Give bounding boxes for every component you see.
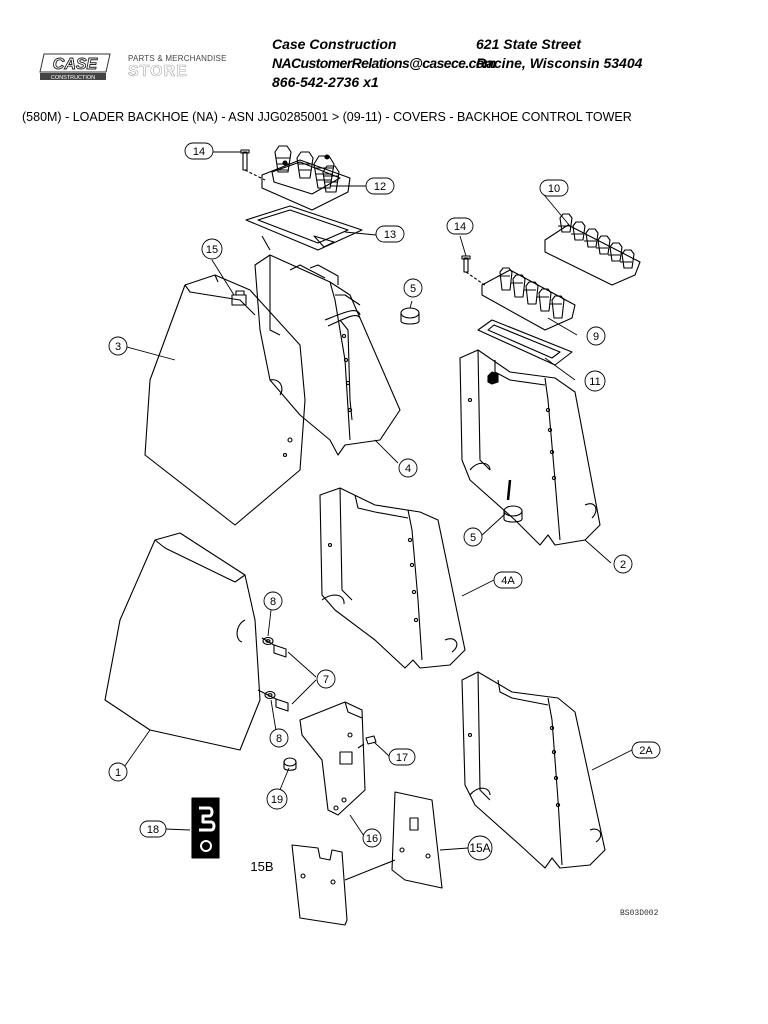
- callout-19: 19: [271, 794, 283, 806]
- store-line2: STORE: [128, 63, 188, 80]
- callout-5-lower: 5: [470, 532, 476, 544]
- part-12-boot-plate: [261, 145, 351, 211]
- part-5-grommet-a: [400, 307, 420, 325]
- callout-11: 11: [589, 376, 600, 388]
- callout-15A: 15A: [469, 841, 490, 855]
- part-18-decal: [191, 797, 220, 859]
- company-street: 621 State Street: [476, 36, 582, 52]
- part-11-right-gasket: [477, 319, 573, 366]
- part-19-plug: [283, 757, 297, 771]
- part-4A-middle-frame: [319, 487, 466, 669]
- part-5-grommet-b: [503, 505, 523, 523]
- callout-shapes: [108, 142, 661, 861]
- part-2A-lower-right-frame: [461, 671, 606, 869]
- callout-12: 12: [374, 181, 386, 193]
- part-7-screw-upper: [261, 637, 287, 658]
- part-4-left-frame: [254, 254, 401, 456]
- callout-16: 16: [366, 833, 378, 845]
- callout-4A: 4A: [501, 575, 515, 587]
- store-line1: PARTS & MERCHANDISE: [128, 54, 227, 63]
- figure-code: BS03D002: [620, 909, 659, 918]
- part-15A-pad: [391, 791, 443, 889]
- store-logo: PARTS & MERCHANDISE STORE: [128, 54, 248, 82]
- company-email[interactable]: NACustomerRelations@casece.com: [272, 55, 496, 71]
- logo-brand-text: CASE: [53, 56, 99, 73]
- part-14-screw-right: [461, 255, 487, 287]
- logo-sub-text: CONSTRUCTION: [51, 75, 95, 81]
- part-13-gasket: [245, 205, 363, 251]
- leader-lines: [121, 151, 633, 851]
- company-city: Racine, Wisconsin 53404: [476, 55, 643, 71]
- callout-15B: 15B: [250, 859, 273, 874]
- part-3-left-cover: [144, 274, 306, 526]
- part-15B-pad: [291, 844, 396, 926]
- callout-18: 18: [147, 824, 159, 836]
- callout-5-upper: 5: [410, 283, 416, 295]
- callout-13: 13: [384, 229, 396, 241]
- part-10-boot-strip: [544, 213, 641, 286]
- company-phone: 866-542-2736 x1: [272, 74, 379, 90]
- callout-10: 10: [548, 183, 560, 195]
- callout-3: 3: [115, 341, 121, 353]
- breadcrumb: (580M) - LOADER BACKHOE (NA) - ASN JJG02…: [22, 110, 632, 124]
- part-16-bracket: [299, 701, 366, 816]
- callout-4: 4: [405, 463, 411, 475]
- callout-9: 9: [593, 331, 599, 343]
- callout-2A: 2A: [639, 745, 653, 757]
- part-2-right-frame: [459, 349, 601, 546]
- callout-1: 1: [115, 767, 121, 779]
- callout-7: 7: [323, 674, 329, 686]
- callout-labels: 14 12 13 15 3 5 4 10 14 9 11 5 2 4A 8 7 …: [115, 146, 653, 874]
- callout-15: 15: [206, 244, 218, 256]
- callout-14-top: 14: [193, 146, 205, 158]
- part-9-right-boot-plate: [481, 267, 576, 331]
- callout-8-lower: 8: [276, 733, 282, 745]
- callout-8-upper: 8: [270, 596, 276, 608]
- parts-diagram: 14 12 13 15 3 5 4 10 14 9 11 5 2 4A 8 7 …: [104, 142, 661, 926]
- part-8-washer-upper: [262, 636, 274, 646]
- case-logo: CASE CONSTRUCTION: [38, 52, 112, 82]
- callout-17: 17: [396, 752, 408, 764]
- part-1-lower-cover: [104, 532, 261, 751]
- part-14-screw-top: [240, 149, 266, 181]
- company-name: Case Construction: [272, 36, 397, 52]
- callout-2: 2: [620, 559, 626, 571]
- callout-14-right: 14: [454, 221, 466, 233]
- part-17-screw: [357, 735, 377, 749]
- part-7-screw-lower: [257, 689, 289, 712]
